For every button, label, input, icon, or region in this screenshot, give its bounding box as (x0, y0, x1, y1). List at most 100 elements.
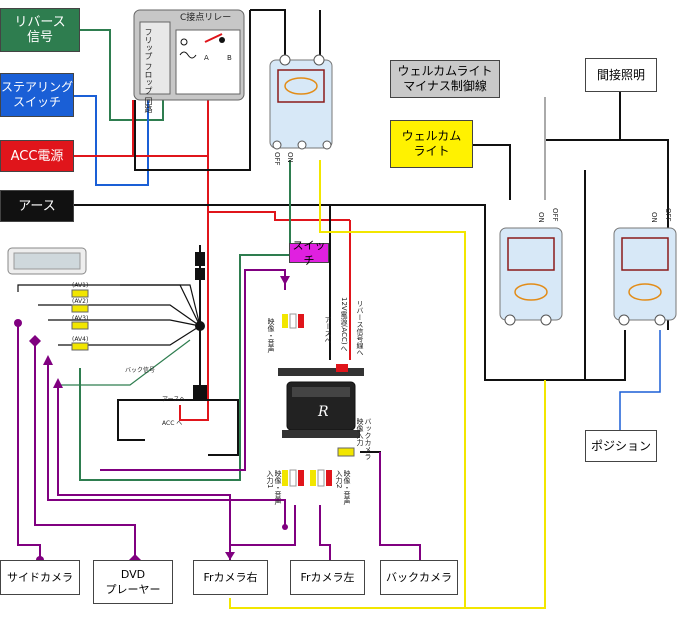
harness-acc-label: ACC へ (162, 420, 183, 427)
c-contact-relay (133, 9, 245, 101)
right1-relay-off: OFF (551, 208, 559, 222)
welcome-minus-label: ウェルカムライト マイナス制御線 (397, 64, 493, 93)
acc-power-label: ACC電源 (10, 148, 64, 164)
harness-ground-label: アースへ (162, 396, 186, 403)
back-camera-plug (337, 447, 355, 457)
av3-cable (48, 319, 201, 327)
av4-arrow (53, 378, 63, 388)
fr-camera-left-box: Frカメラ左 (290, 560, 365, 595)
indirect-light-label: 間接照明 (596, 67, 645, 82)
av2-label: (AV2) (72, 298, 89, 305)
av3-plug (71, 321, 89, 330)
welcome-minus-box: ウェルカムライト マイナス制御線 (390, 60, 500, 98)
svg-text:R: R (317, 404, 329, 420)
flipflop-label: フリップ フロップ 回路 (144, 28, 153, 114)
harness-ground (200, 399, 239, 456)
harness-junction (195, 321, 205, 331)
relay-out-black (134, 10, 251, 171)
indirect-light-box: 間接照明 (585, 58, 657, 92)
rear-monitor (7, 247, 87, 275)
selector-power-label: 12V電源(ACC)へ (340, 297, 348, 352)
frcam-left-purple (319, 505, 331, 560)
av-selector: R (278, 368, 364, 438)
av1-cable (17, 284, 201, 327)
side-camera-purple (17, 325, 41, 560)
power-connector (336, 364, 348, 372)
rca-plugs-input1 (282, 469, 304, 487)
back-signal-label: バック信号 (125, 367, 156, 374)
relay-right-1 (499, 227, 563, 326)
frcam-right-arrow (225, 552, 235, 560)
welcome-light-label: ウェルカム ライト (401, 129, 462, 158)
position-box: ポジション (585, 430, 657, 462)
harness-fuse-2 (195, 268, 205, 280)
reverse-signal-box: リバース 信号 (0, 8, 80, 52)
switch-green-wire (79, 160, 291, 481)
right2-relay-on: ON (650, 212, 658, 223)
relay-right-bridge (584, 170, 626, 381)
av2-plug (71, 304, 89, 313)
av1-plug (71, 289, 89, 298)
welcome-light-yellow (229, 160, 466, 609)
steering-switch-label: ステアリング スイッチ (1, 80, 74, 109)
acc-relay-wire-2 (207, 45, 350, 221)
relay-top-black-1 (250, 9, 286, 60)
right1-relay-on: ON (537, 212, 545, 223)
av3-label: (AV3) (72, 315, 89, 322)
back-camera-wire-black (360, 451, 381, 545)
welcome-black (473, 144, 511, 200)
center-relay-off: OFF (273, 152, 281, 166)
selector-backcam-label: バックカメラ 映像入力 (356, 418, 372, 460)
side-camera-box: サイドカメラ (0, 560, 80, 595)
av3-pin (282, 524, 288, 530)
acc-harness-wire (179, 212, 209, 421)
back-camera-label: バックカメラ (386, 571, 452, 584)
right2-relay-off: OFF (664, 208, 672, 222)
dvd-player-label: DVD プレーヤー (105, 568, 161, 596)
rca-plugs-top (282, 313, 304, 329)
selector-reverse-label: リバース信号線へ (356, 300, 364, 356)
ground-wire (74, 204, 585, 381)
contact-a-label: A (204, 54, 209, 62)
relay-center (269, 54, 333, 150)
fr-camera-left-label: Frカメラ左 (300, 571, 355, 584)
reverse-signal-label: リバース 信号 (14, 15, 66, 45)
switch-box: スイッチ (289, 239, 329, 267)
steering-switch-box: ステアリング スイッチ (0, 73, 74, 117)
relay-title: C接点リレー (180, 13, 232, 23)
dvd-diamond (29, 335, 41, 347)
fr-camera-right-label: Frカメラ右 (203, 571, 258, 584)
selector-input1-label: 映像・音声 入力1 (266, 470, 282, 505)
ground-box: アース (0, 190, 74, 222)
dvd-purple (34, 342, 136, 560)
contact-b-label: B (227, 54, 232, 62)
selector-ground-label: アースへ (324, 316, 332, 344)
av4-purple (57, 385, 231, 560)
rca-plugs-input2 (310, 469, 332, 487)
harness-fuse-1 (195, 252, 205, 266)
ground-label: アース (18, 198, 56, 214)
welcome-right-yellow (465, 380, 546, 609)
position-blue (619, 330, 661, 430)
dvd-player-box: DVD プレーヤー (93, 560, 173, 604)
monitor-in-arrow (280, 276, 290, 285)
av4-plug (71, 342, 89, 351)
av3-purple (47, 362, 286, 525)
av4-label: (AV4) (72, 336, 89, 343)
harness-branch (117, 399, 200, 441)
indirect-black (544, 92, 621, 200)
relay-right-2 (613, 227, 677, 326)
center-relay-on: ON (286, 152, 294, 163)
backcam-purple (379, 452, 421, 560)
side-camera-label: サイドカメラ (7, 571, 73, 584)
av2-cable (38, 304, 201, 327)
fr-camera-right-box: Frカメラ右 (193, 560, 268, 595)
position-label: ポジション (590, 438, 651, 453)
acc-power-box: ACC電源 (0, 140, 74, 172)
reverse-signal-wire (80, 29, 164, 121)
av1-label: (AV1) (72, 282, 89, 289)
side-camera-dot (14, 319, 22, 327)
selector-input2-label: 映像・音声 入力2 (335, 470, 351, 505)
harness-connector (193, 385, 207, 399)
